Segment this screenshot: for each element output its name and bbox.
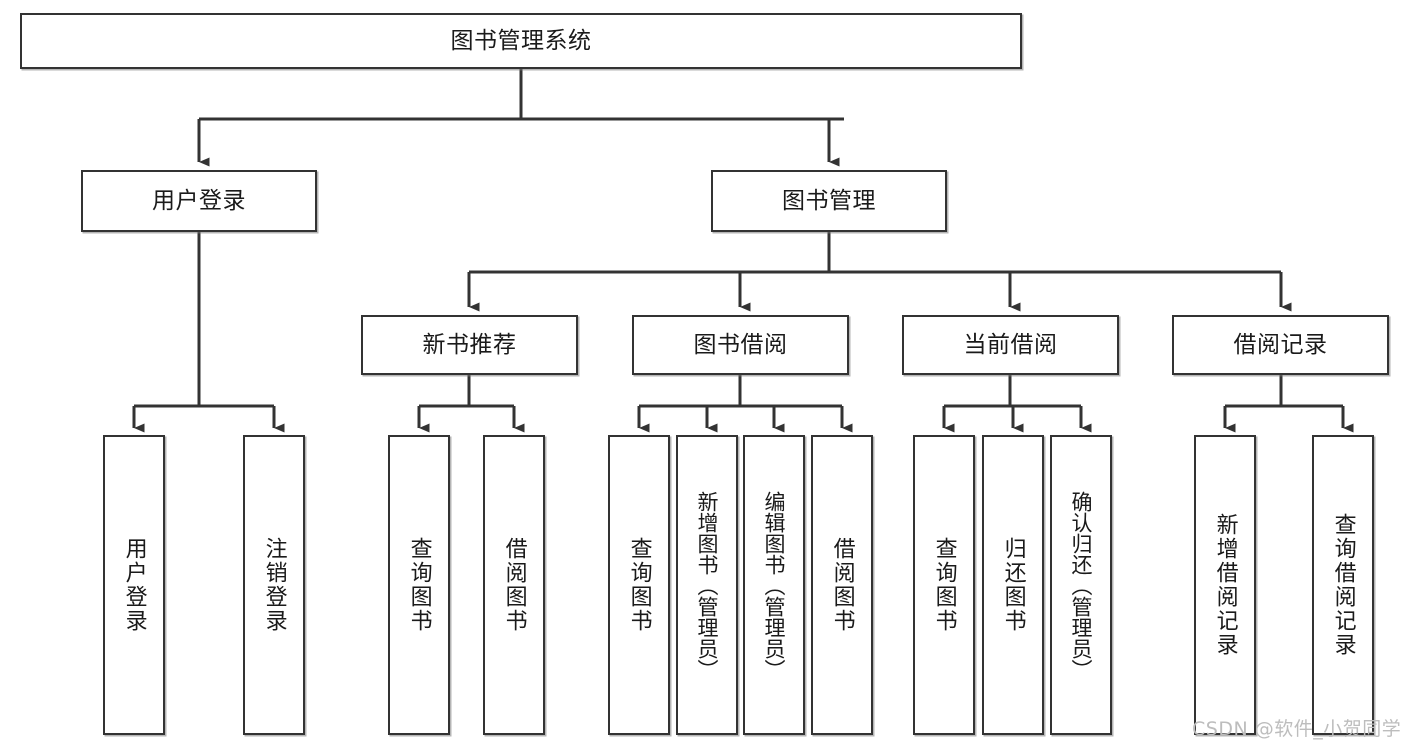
leaf-query-book-1[interactable]: 查询图书 <box>388 435 450 735</box>
leaf-query-book-3-label: 查询图书 <box>931 537 957 633</box>
leaf-add-book-admin-label: 新增图书（管理员） <box>695 490 720 680</box>
node-current-borrow[interactable]: 当前借阅 <box>902 315 1119 375</box>
leaf-borrow-book-2-label: 借阅图书 <box>829 537 855 633</box>
leaf-confirm-return-admin-label: 确认归还（管理员） <box>1069 490 1094 680</box>
leaf-user-logout-label: 注销登录 <box>261 537 287 633</box>
leaf-add-borrow-record[interactable]: 新增借阅记录 <box>1194 435 1256 735</box>
leaf-query-borrow-record-label: 查询借阅记录 <box>1330 513 1356 657</box>
leaf-edit-book-admin[interactable]: 编辑图书（管理员） <box>743 435 805 735</box>
node-book-management[interactable]: 图书管理 <box>711 170 947 232</box>
csdn-watermark: CSDN @软件_小贺同学 <box>1192 718 1402 740</box>
leaf-query-book-3[interactable]: 查询图书 <box>913 435 975 735</box>
leaf-add-borrow-record-label: 新增借阅记录 <box>1212 513 1238 657</box>
node-root[interactable]: 图书管理系统 <box>20 13 1022 69</box>
leaf-borrow-book-1[interactable]: 借阅图书 <box>483 435 545 735</box>
leaf-return-book-label: 归还图书 <box>1000 537 1026 633</box>
leaf-user-login-label: 用户登录 <box>121 537 147 633</box>
leaf-query-book-2[interactable]: 查询图书 <box>608 435 670 735</box>
node-new-book-recommend-label: 新书推荐 <box>422 331 517 358</box>
leaf-query-borrow-record[interactable]: 查询借阅记录 <box>1312 435 1374 735</box>
node-user-login[interactable]: 用户登录 <box>81 170 317 232</box>
node-book-management-label: 图书管理 <box>782 187 876 214</box>
leaf-borrow-book-1-label: 借阅图书 <box>501 537 527 633</box>
node-new-book-recommend[interactable]: 新书推荐 <box>361 315 578 375</box>
node-user-login-label: 用户登录 <box>152 187 246 214</box>
node-root-label: 图书管理系统 <box>450 27 592 54</box>
node-borrow-records[interactable]: 借阅记录 <box>1172 315 1389 375</box>
leaf-confirm-return-admin[interactable]: 确认归还（管理员） <box>1050 435 1112 735</box>
leaf-return-book[interactable]: 归还图书 <box>982 435 1044 735</box>
leaf-query-book-1-label: 查询图书 <box>406 537 432 633</box>
node-borrow-records-label: 借阅记录 <box>1233 331 1328 358</box>
node-book-borrow[interactable]: 图书借阅 <box>632 315 849 375</box>
leaf-query-book-2-label: 查询图书 <box>626 537 652 633</box>
leaf-edit-book-admin-label: 编辑图书（管理员） <box>762 490 787 680</box>
leaf-add-book-admin[interactable]: 新增图书（管理员） <box>676 435 738 735</box>
leaf-user-login[interactable]: 用户登录 <box>103 435 165 735</box>
node-book-borrow-label: 图书借阅 <box>693 331 788 358</box>
leaf-borrow-book-2[interactable]: 借阅图书 <box>811 435 873 735</box>
node-current-borrow-label: 当前借阅 <box>963 331 1058 358</box>
leaf-user-logout[interactable]: 注销登录 <box>243 435 305 735</box>
